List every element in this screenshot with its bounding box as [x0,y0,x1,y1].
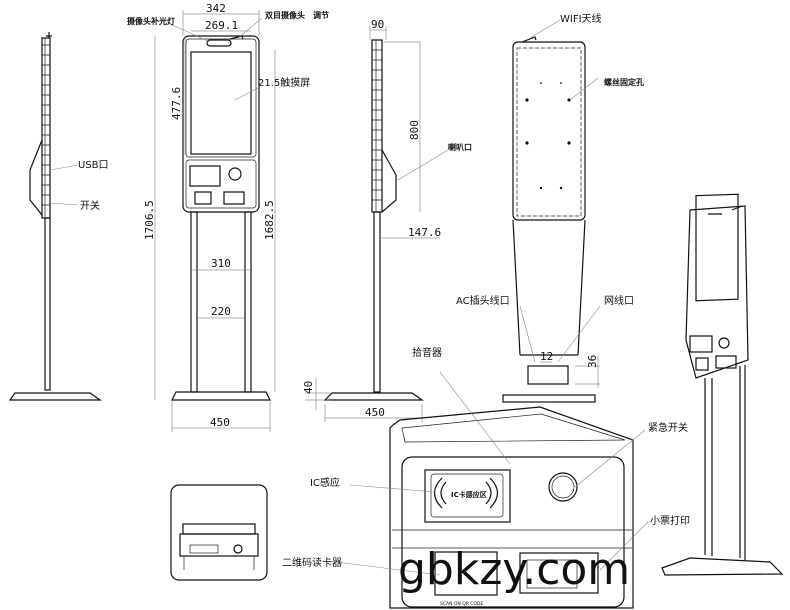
ac-plug-label: AC插头线口 [456,294,510,307]
wifi-antenna-label: WIFI天线 [560,12,602,25]
dim-269-1: 269.1 [205,19,238,32]
dim-342: 342 [206,2,226,15]
screw-holes-label: 螺丝固定孔 [604,77,644,87]
qr-scan-text: SCAN ON QR CODE [440,601,483,607]
dim-450-front: 450 [210,416,230,429]
ic-card-area-text: IC卡感应区 [451,490,487,499]
dim-1706-5: 1706.5 [143,200,156,240]
dim-310: 310 [211,257,231,270]
dim-90: 90 [371,18,384,31]
touch-screen-label: 21.5触摸屏 [258,76,310,89]
dim-147-6: 147.6 [408,226,441,239]
perspective-view [661,193,784,576]
panel-detail-view: IC卡感应区 SCAN ON QR CODE 拾音器 紧急开关 IC感应 小票打… [282,346,690,609]
binocular-camera-label: 双目摄像头 调节 [265,10,329,20]
back-view: 12 36 WIFI天线 螺丝固定孔 AC插头线口 网线口 [456,12,644,403]
side-view-right: 90 800 147.6 40 450 喇叭口 [302,18,472,422]
usb-port-label: USB口 [78,160,109,171]
microphone-label: 拾音器 [412,346,442,359]
dim-800: 800 [408,120,421,140]
emergency-switch-label: 紧急开关 [648,421,688,434]
watermark: gbkzy.com [398,544,630,595]
dim-36: 36 [586,355,599,368]
dim-477-6: 477.6 [170,87,183,120]
qr-reader-label: 二维码读卡器 [282,556,342,569]
dim-220: 220 [211,305,231,318]
speaker-label: 喇叭口 [448,142,472,152]
inset-detail [170,484,268,581]
ic-sensor-label: IC感应 [310,476,340,489]
dim-40: 40 [302,381,315,394]
side-view-left: USB口 开关 [8,32,109,401]
dim-1682-5: 1682.5 [263,200,276,240]
dim-12: 12 [540,350,553,363]
dim-450-side: 450 [365,406,385,419]
camera-fill-light-label: 摄像头补光灯 [127,16,175,26]
receipt-printer-label: 小票打印 [650,514,690,527]
power-switch-label: 开关 [80,199,100,212]
network-port-label: 网线口 [604,294,634,307]
front-view: 342 269.1 477.6 1706.5 1682.5 310 220 45… [127,2,329,432]
